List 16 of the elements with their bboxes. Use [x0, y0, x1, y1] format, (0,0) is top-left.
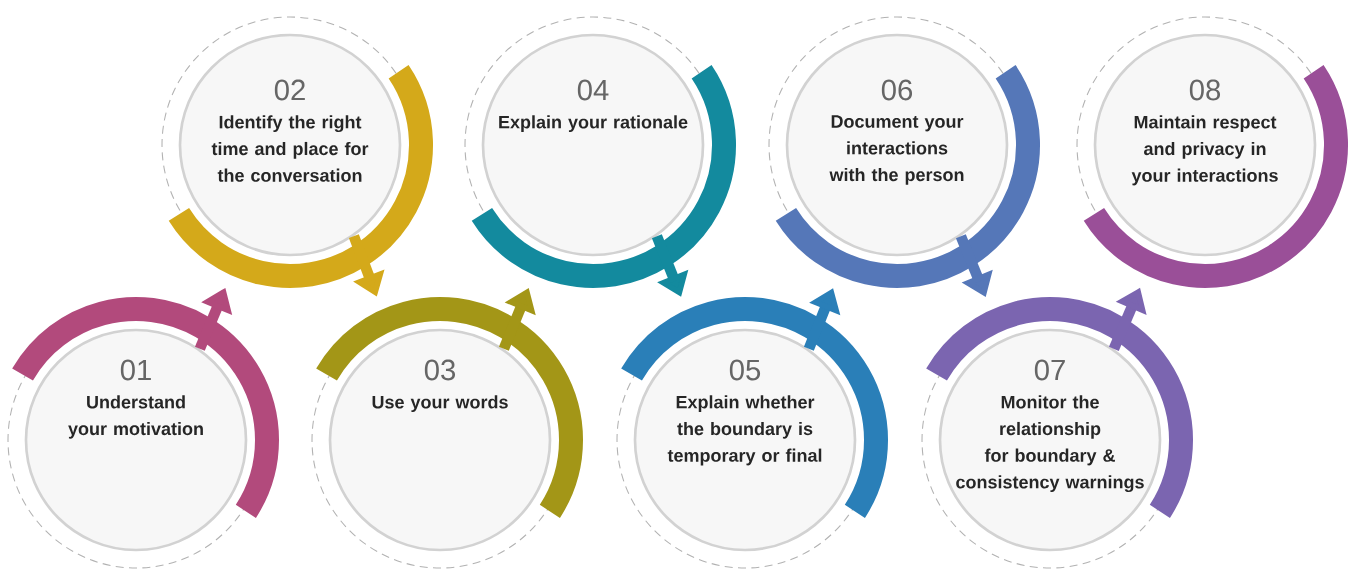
- step-text: Maintain respect and privacy in your interactions: [1131, 115, 1278, 186]
- step-number: 07: [1034, 359, 1065, 381]
- step-number: 04: [577, 79, 609, 101]
- step-text: Understand your motivation: [68, 395, 203, 439]
- step-text: Use your words: [372, 395, 508, 413]
- step-text: Explain whether the boundary is temporary or final: [667, 395, 822, 466]
- step-text: Monitor the relationship for boundary & consistency warnings: [956, 395, 1144, 493]
- step-number: 02: [274, 79, 305, 101]
- step-text: Identify the right time and place for the conversation: [211, 115, 369, 182]
- step-number: 01: [120, 359, 151, 381]
- step-number: 03: [424, 359, 456, 381]
- step-number: 08: [1189, 79, 1221, 101]
- step-number: 06: [881, 79, 913, 101]
- step-text: Document your interactions with the person: [829, 115, 964, 185]
- step-number: 05: [729, 359, 761, 381]
- step-text: Explain your rationale: [499, 115, 688, 133]
